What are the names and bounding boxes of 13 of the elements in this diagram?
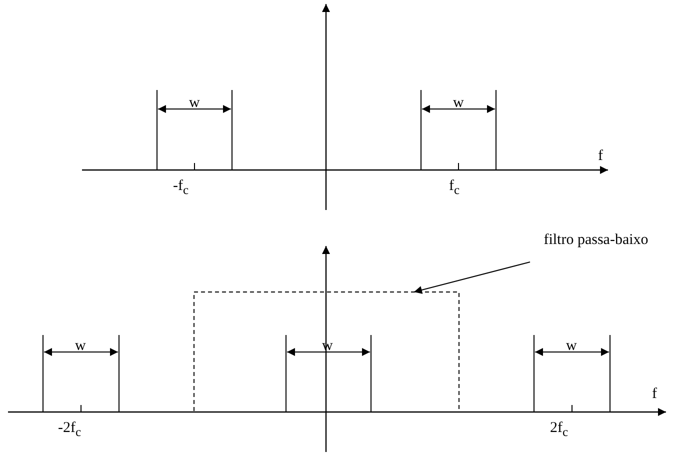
annotation-text: filtro passa-baixo [544,232,648,248]
leader-line [413,262,530,294]
filter-response-box [194,292,460,412]
dimension-label: w [453,95,464,111]
frequency-label: -f$_{c}$ [173,178,189,198]
dimension-label: w [566,338,577,354]
frequency-label: 2f$_{c}$ [550,420,568,440]
axis-label: f [652,386,657,402]
frequency-label: -2f$_{c}$ [58,420,82,440]
axis-label: f [598,148,603,164]
dimension-label: w [75,338,86,354]
frequency-label: f$_{c}$ [449,178,460,198]
dimension-label: w [189,95,200,111]
